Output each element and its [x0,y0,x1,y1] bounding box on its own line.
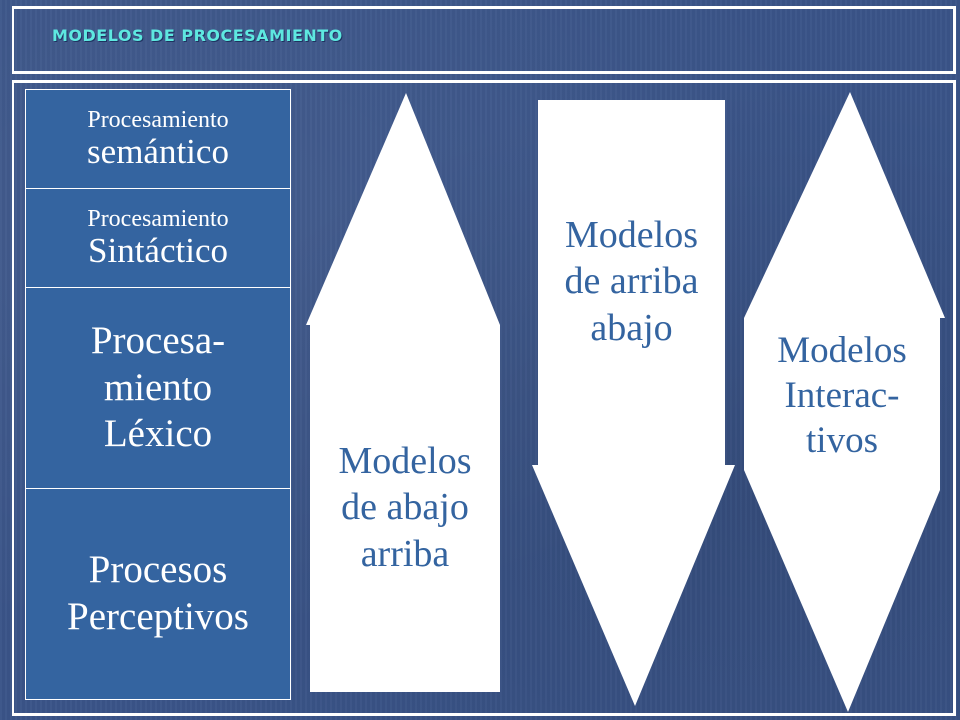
level-perceptual: Procesos Perceptivos [25,488,291,700]
level-semantic-label: semántico [87,131,229,171]
level-lexical-label: Procesa- miento Léxico [90,318,226,456]
level-semantic-prefix: Procesamiento [87,106,229,133]
level-syntactic: Procesamiento Sintáctico [25,188,291,288]
level-semantic: Procesamiento semántico [25,89,291,189]
slide-title: MODELOS DE PROCESAMIENTO [52,26,343,45]
interactive-label: Modelos Interac- tivos [777,330,907,462]
title-frame [12,6,956,74]
level-syntactic-label: Sintáctico [88,230,228,270]
content-frame [12,80,956,716]
level-syntactic-prefix: Procesamiento [87,205,229,232]
level-perceptual-label: Procesos Perceptivos [67,548,249,638]
bottom-up-arrow [306,93,500,692]
level-lexical: Procesa- miento Léxico [25,287,291,489]
interactive-arrow [744,92,945,712]
top-down-label: Modelos de arriba abajo [564,214,699,349]
top-down-arrow [532,100,735,706]
bottom-up-label: Modelos de abajo arriba [338,440,472,575]
